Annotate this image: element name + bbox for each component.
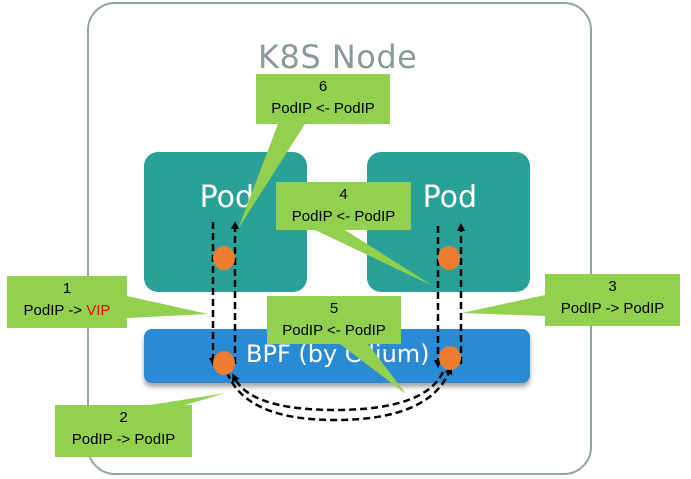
- endpoint-dot-left-bpf: [213, 351, 235, 375]
- pod-right-label: Pod: [422, 180, 477, 215]
- callout-step-3: 3 PodIP -> PodIP: [545, 274, 680, 326]
- callout-step-6: 6 PodIP <- PodIP: [256, 74, 390, 124]
- callout-1-tail: [127, 296, 208, 318]
- pod-left-label: Pod: [199, 180, 254, 215]
- flow-arc-outer: [225, 366, 453, 422]
- callout-step-2: 2 PodIP -> PodIP: [55, 405, 192, 457]
- callout-2-tail: [150, 393, 226, 405]
- endpoint-dot-left-pod: [213, 246, 235, 270]
- callout-step-6-number: 6: [318, 78, 328, 95]
- callout-step-3-text: PodIP -> PodIP: [560, 300, 665, 317]
- bpf-label: BPF (by Cilium): [246, 340, 430, 368]
- callout-step-2-number: 2: [119, 409, 128, 426]
- callout-step-1: 1 PodIP -> VIP: [7, 276, 127, 328]
- callout-step-3-number: 3: [608, 278, 617, 295]
- endpoint-dot-right-bpf: [439, 346, 461, 370]
- callout-step-5: 5 PodIP <- PodIP: [267, 296, 401, 344]
- callout-step-4-number: 4: [339, 186, 348, 203]
- callout-step-5-number: 5: [329, 300, 339, 317]
- callout-step-1-arrow: ->: [68, 302, 83, 319]
- callout-step-1-src: PodIP: [23, 302, 65, 319]
- callout-3-tail: [462, 295, 545, 316]
- callout-4-tail: [315, 230, 433, 286]
- callout-step-1-dst: VIP: [86, 302, 111, 319]
- callout-step-1-number: 1: [62, 280, 72, 297]
- callout-step-4: 4 PodIP <- PodIP: [276, 182, 411, 230]
- callout-5-tail: [340, 344, 406, 394]
- node-title: K8S Node: [258, 38, 418, 76]
- callout-step-2-text: PodIP -> PodIP: [71, 431, 176, 448]
- flow-arc-inner: [232, 371, 445, 412]
- callout-6-tail: [238, 124, 305, 229]
- endpoint-dot-right-pod: [438, 246, 460, 270]
- callout-step-6-text: PodIP <- PodIP: [271, 100, 375, 117]
- callout-step-5-text: PodIP <- PodIP: [282, 322, 386, 339]
- callout-step-4-text: PodIP <- PodIP: [291, 208, 396, 225]
- callout-step-1-text: PodIP -> VIP: [11, 300, 123, 322]
